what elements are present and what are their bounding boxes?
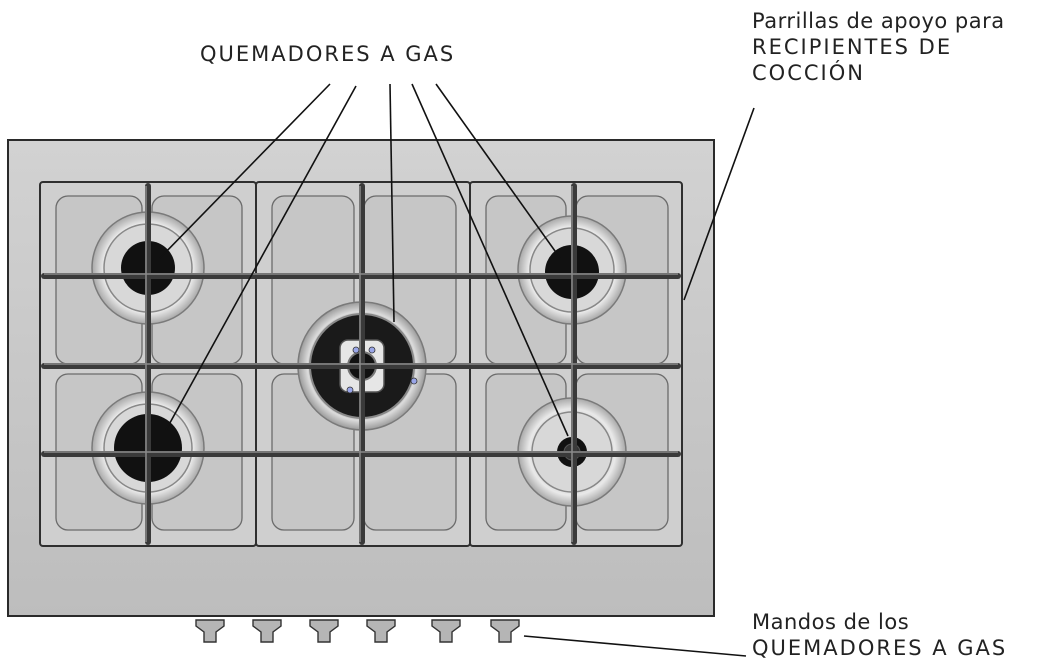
leader-burner-bottom-left (165, 85, 357, 431)
knob-1 (195, 619, 225, 643)
leader-burner-top-right (435, 83, 561, 259)
label-burner-knobs-line-1: Mandos de los (752, 610, 910, 634)
label-pan-supports-line-2: RECIPIENTES DE (752, 35, 953, 60)
leader-knobs (523, 635, 747, 657)
leader-burner-bottom-right (411, 83, 569, 437)
knob-5 (431, 619, 461, 643)
leader-grates (683, 107, 755, 301)
label-pan-supports-line-1: Parrillas de apoyo para (752, 9, 1005, 33)
knob-6 (490, 619, 520, 643)
label-burner-knobs-line-2: QUEMADORES A GAS (752, 636, 1008, 661)
label-burner-knobs: Mandos de los QUEMADORES A GAS (752, 610, 1007, 662)
knob-2 (252, 619, 282, 643)
label-pan-supports: Parrillas de apoyo para RECIPIENTES DE C… (752, 9, 1005, 87)
leader-burner-center (389, 83, 395, 323)
leader-burner-top-left (159, 83, 331, 259)
label-gas-burners: QUEMADORES A GAS (200, 42, 456, 66)
knobs (195, 619, 520, 643)
knob-4 (366, 619, 396, 643)
label-pan-supports-line-3: COCCIÓN (752, 61, 865, 86)
knob-3 (309, 619, 339, 643)
leader-lines (159, 83, 755, 657)
